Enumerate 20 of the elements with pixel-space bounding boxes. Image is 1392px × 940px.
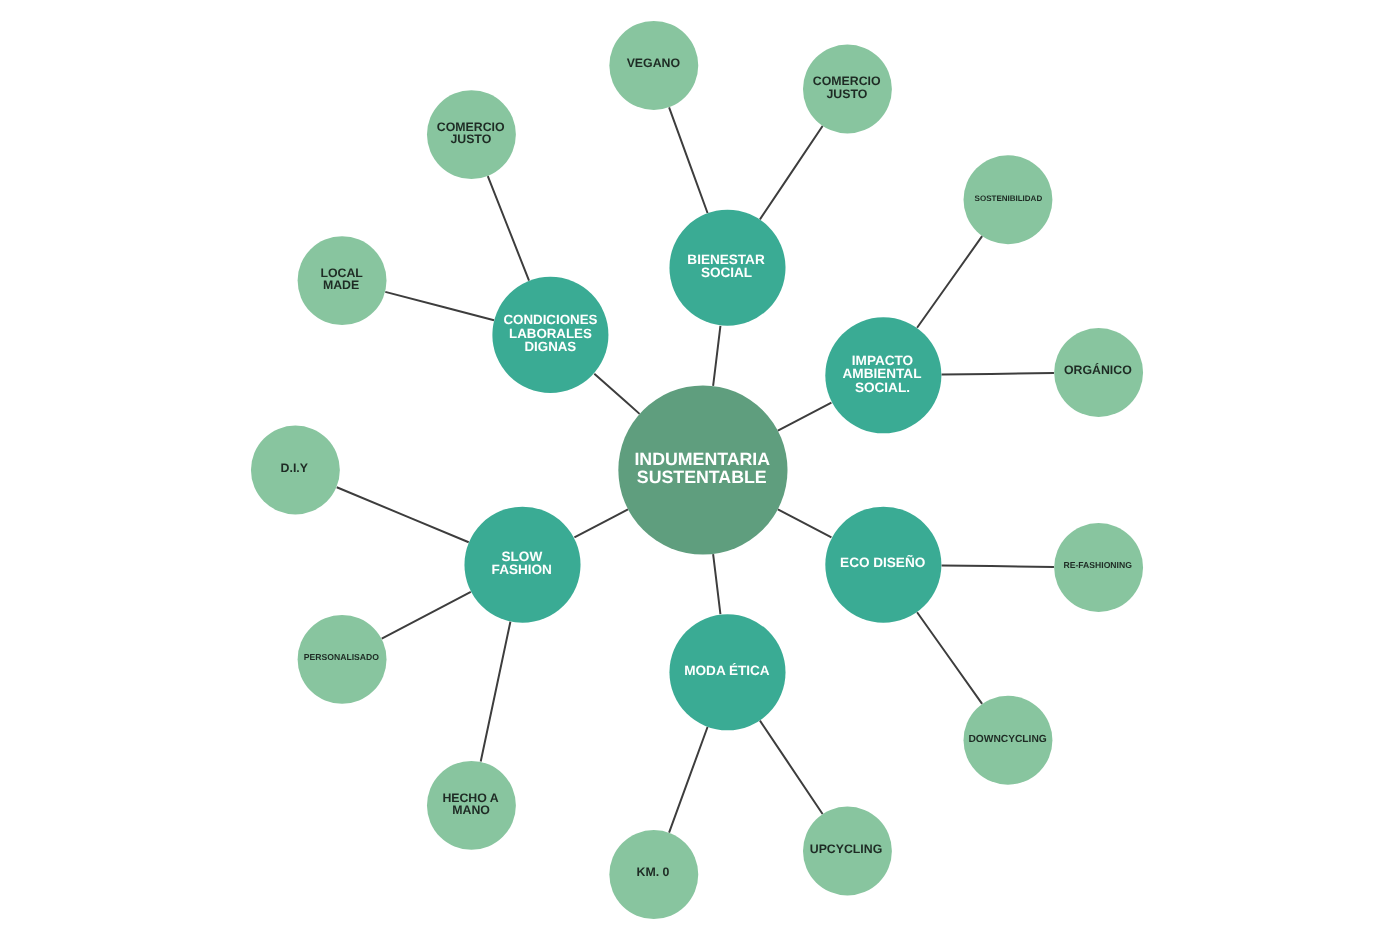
connector <box>572 508 628 539</box>
connector <box>915 611 983 705</box>
connector <box>939 372 1054 376</box>
connector <box>915 235 983 329</box>
connector <box>711 553 721 616</box>
connector <box>757 125 823 221</box>
connector <box>379 590 471 640</box>
connector <box>667 726 708 834</box>
node-circle: INDUMENTARIA SUSTENTABLE <box>617 385 787 555</box>
connector <box>592 372 640 415</box>
connector <box>775 401 832 432</box>
connector <box>667 106 708 214</box>
connector <box>478 620 511 763</box>
connector <box>485 175 529 282</box>
connector <box>334 486 469 544</box>
connector <box>383 290 494 322</box>
connector <box>775 508 832 539</box>
connector <box>757 719 823 815</box>
connector <box>939 564 1054 568</box>
connector <box>711 324 721 387</box>
